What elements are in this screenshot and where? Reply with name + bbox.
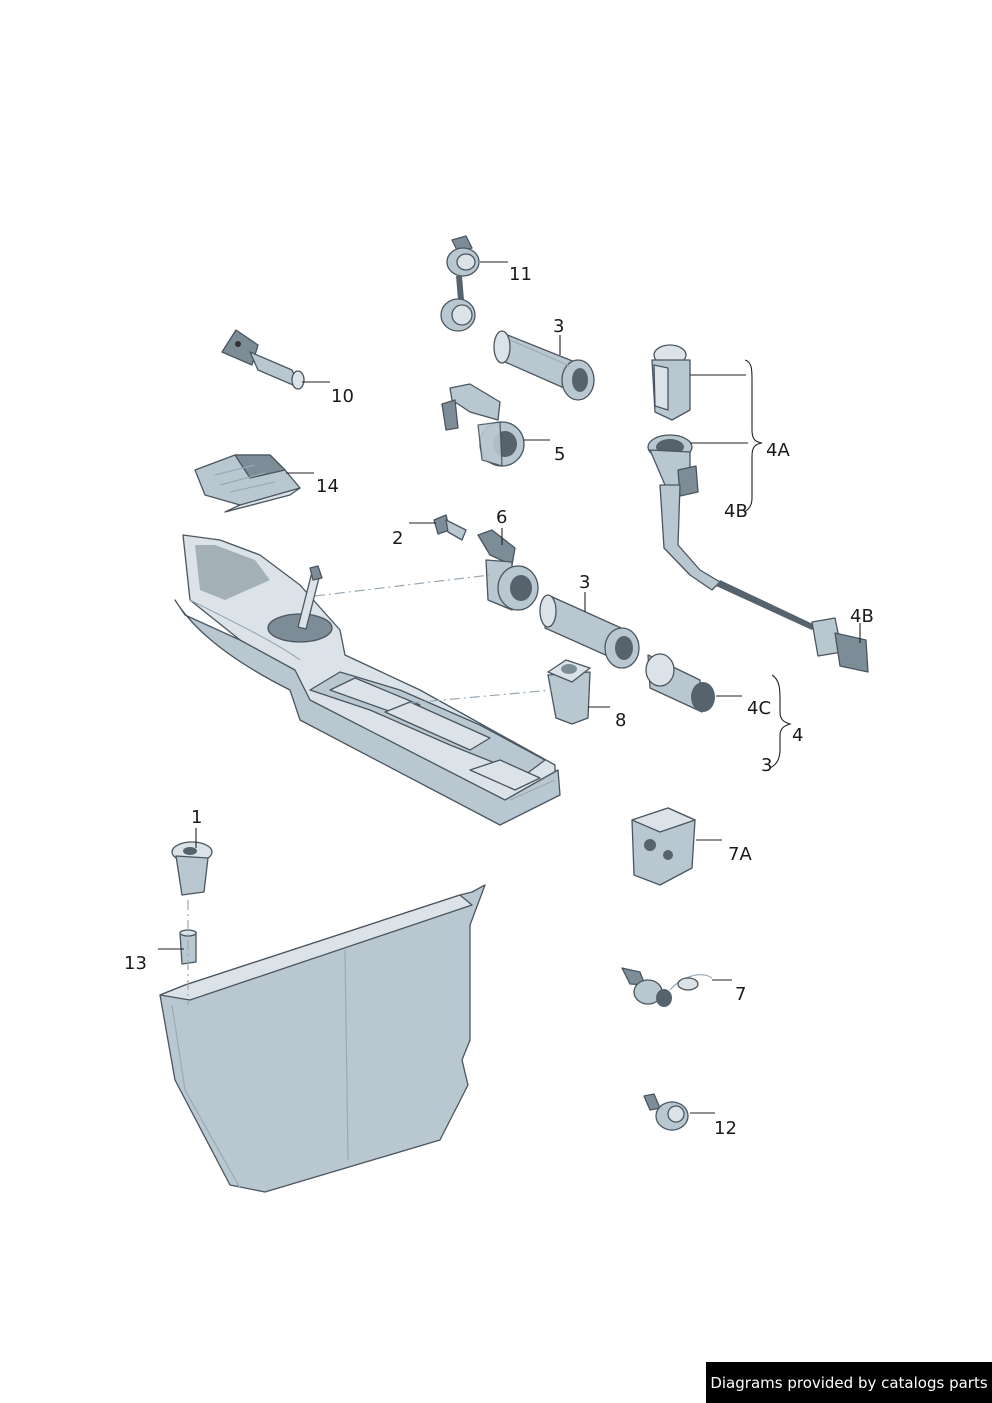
part-1-cup	[171, 841, 213, 896]
assembly-lines	[187, 574, 553, 1005]
callout-3-middle: 3	[579, 572, 590, 593]
callout-12: 12	[714, 1118, 737, 1139]
part-3-sleeve-top	[493, 330, 595, 401]
part-12-plug	[643, 1093, 689, 1131]
center-console	[174, 534, 561, 826]
callout-3-top: 3	[553, 316, 564, 337]
callout-4a: 4A	[766, 440, 790, 461]
callout-8: 8	[615, 710, 626, 731]
credit-banner: Diagrams provided by catalogs parts	[706, 1362, 992, 1403]
callout-4: 4	[792, 725, 803, 746]
part-14-bracket	[194, 454, 301, 513]
part-4a-socket-harness	[647, 344, 869, 673]
callout-7a: 7A	[728, 844, 752, 865]
part-4c-insert	[645, 653, 715, 713]
callout-labels: 11 3 10 5 14 2 6 3 4A 4B 4B 4C 8 4 3 1 7…	[124, 264, 874, 1139]
callout-2: 2	[392, 528, 403, 549]
callout-4b-plug: 4B	[850, 606, 874, 627]
part-3-sleeve-middle	[539, 594, 640, 669]
part-2-bulb	[433, 514, 467, 541]
callout-7: 7	[735, 984, 746, 1005]
part-6-socket-housing	[477, 529, 539, 611]
part-10-switch	[221, 329, 305, 390]
callout-5: 5	[554, 444, 565, 465]
callout-11: 11	[509, 264, 532, 285]
callout-3-bottom: 3	[761, 755, 772, 776]
callout-10: 10	[331, 386, 354, 407]
part-11-cap	[440, 235, 480, 332]
part-7a-housing	[631, 807, 696, 886]
leader-lines	[158, 261, 861, 1114]
part-7-plug	[621, 967, 713, 1007]
storage-panel	[159, 884, 486, 1193]
part-5-socket	[441, 383, 525, 467]
callout-4c: 4C	[747, 698, 771, 719]
part-8-cup	[547, 659, 591, 725]
callout-1: 1	[191, 807, 202, 828]
callout-14: 14	[316, 476, 339, 497]
callout-13: 13	[124, 953, 147, 974]
callout-6: 6	[496, 507, 507, 528]
callout-4b-top: 4B	[724, 501, 748, 522]
